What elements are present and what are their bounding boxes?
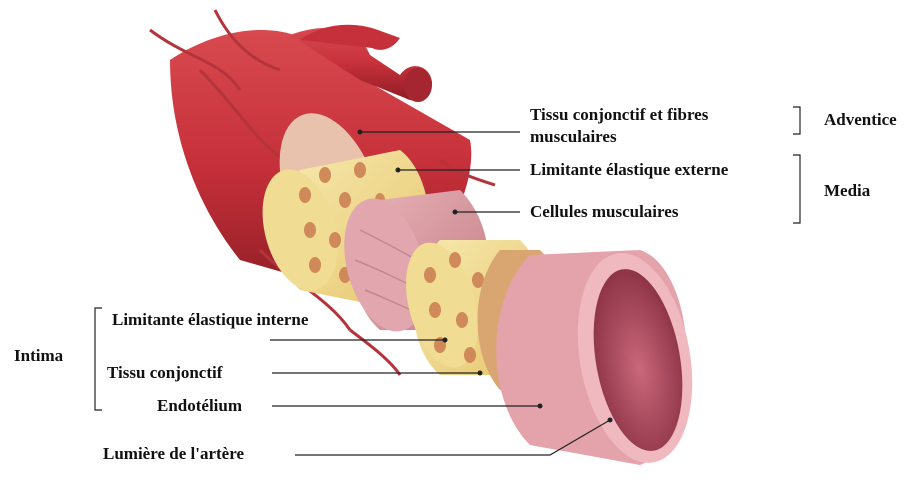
label-endothelium: Endotélium xyxy=(157,395,242,417)
group-label-media: Media xyxy=(824,180,870,202)
label-lumiere: Lumière de l'artère xyxy=(103,443,244,465)
label-cellules-musculaires: Cellules musculaires xyxy=(530,201,678,223)
group-label-intima: Intima xyxy=(14,345,63,367)
label-limitante-externe: Limitante élastique externe xyxy=(530,159,728,181)
label-tissu-conjonctif-fibres: Tissu conjonctif et fibres musculaires xyxy=(530,104,780,148)
group-label-adventice: Adventice xyxy=(824,109,897,131)
label-tissu-conjonctif: Tissu conjonctif xyxy=(107,362,222,384)
intima-tube xyxy=(496,244,707,472)
intima-bracket xyxy=(95,308,102,410)
label-limitante-interne: Limitante élastique interne xyxy=(112,309,312,331)
media-bracket xyxy=(793,155,800,223)
adventice-bracket xyxy=(793,107,800,134)
